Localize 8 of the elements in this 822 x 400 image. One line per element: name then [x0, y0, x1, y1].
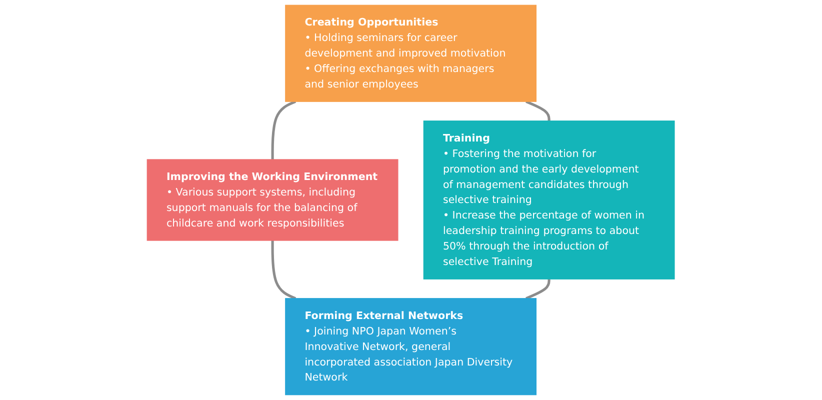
connector — [271, 240, 296, 300]
connector — [526, 279, 551, 300]
connector — [271, 100, 296, 160]
node-box: Improving the Working Environment • Various support systems, including support manuals for the balancing of childcare and work responsibilities — [147, 159, 398, 241]
node-box: Training • Fostering the motivation for promotion and the early development of management candidates through selective training • Increase the percentage of women in leadership training programs to about 50% through the introduction of selective Training — [424, 120, 675, 280]
connector — [526, 100, 551, 121]
node-box: Creating Opportunities • Holding seminars for career development and improved motivation • Offering exchanges with managers and senior employees — [285, 4, 537, 102]
node-box: Forming External Networks • Joining NPO Japan Women’s Innovative Network, general incorporated association Japan Diversity Network — [285, 298, 537, 396]
